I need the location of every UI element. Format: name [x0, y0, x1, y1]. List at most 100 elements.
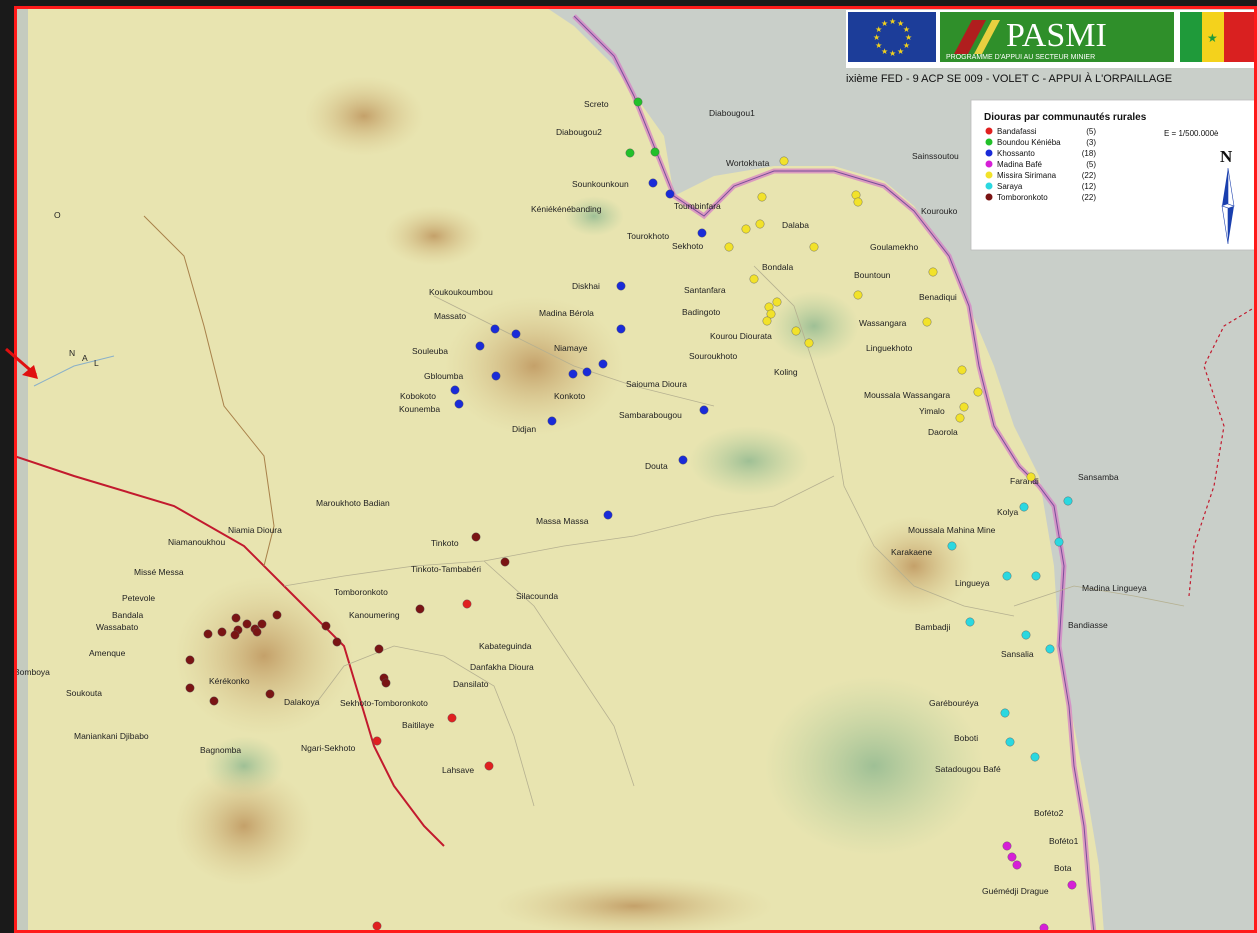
place-label: Kourouko [921, 206, 958, 216]
site-marker[interactable] [1002, 571, 1012, 581]
site-marker[interactable] [1002, 841, 1012, 851]
site-marker[interactable] [265, 689, 275, 699]
site-marker[interactable] [1054, 537, 1064, 547]
site-marker[interactable] [633, 97, 643, 107]
site-marker[interactable] [965, 617, 975, 627]
site-marker[interactable] [372, 921, 382, 931]
north-arrow-label: N [1220, 147, 1233, 166]
site-marker[interactable] [415, 604, 425, 614]
site-marker[interactable] [853, 290, 863, 300]
site-marker[interactable] [1063, 496, 1073, 506]
site-marker[interactable] [804, 338, 814, 348]
site-marker[interactable] [462, 599, 472, 609]
site-marker[interactable] [471, 532, 481, 542]
site-marker[interactable] [957, 365, 967, 375]
site-marker[interactable] [757, 192, 767, 202]
site-marker[interactable] [500, 557, 510, 567]
site-marker[interactable] [1012, 860, 1022, 870]
map-border [14, 6, 1257, 933]
site-marker[interactable] [762, 316, 772, 326]
site-marker[interactable] [257, 619, 267, 629]
site-marker[interactable] [372, 736, 382, 746]
site-marker[interactable] [242, 619, 252, 629]
site-marker[interactable] [791, 326, 801, 336]
place-label: Yimalo [919, 406, 945, 416]
site-marker[interactable] [511, 329, 521, 339]
site-marker[interactable] [582, 367, 592, 377]
site-marker[interactable] [772, 297, 782, 307]
legend-item-count: (3) [1086, 138, 1096, 147]
site-marker[interactable] [568, 369, 578, 379]
site-marker[interactable] [616, 324, 626, 334]
site-marker[interactable] [1030, 752, 1040, 762]
edge-letter: L [94, 358, 99, 368]
site-marker[interactable] [231, 613, 241, 623]
site-marker[interactable] [185, 683, 195, 693]
site-marker[interactable] [973, 387, 983, 397]
site-marker[interactable] [922, 317, 932, 327]
site-marker[interactable] [450, 385, 460, 395]
site-marker[interactable] [1000, 708, 1010, 718]
place-label: Santanfara [684, 285, 726, 295]
site-marker[interactable] [1021, 630, 1031, 640]
site-marker[interactable] [955, 413, 965, 423]
site-marker[interactable] [454, 399, 464, 409]
site-marker[interactable] [1031, 571, 1041, 581]
site-marker[interactable] [603, 510, 613, 520]
site-marker[interactable] [928, 267, 938, 277]
site-marker[interactable] [491, 371, 501, 381]
site-marker[interactable] [1067, 880, 1077, 890]
place-label: Kobokoto [400, 391, 436, 401]
site-marker[interactable] [490, 324, 500, 334]
site-marker[interactable] [779, 156, 789, 166]
site-marker[interactable] [598, 359, 608, 369]
site-marker[interactable] [1005, 737, 1015, 747]
place-label: Bota [1054, 863, 1072, 873]
header-banner: ★★★★★★★★★★★★ PASMI PROGRAMME D'APPUI AU … [846, 10, 1257, 85]
site-marker[interactable] [616, 281, 626, 291]
site-marker[interactable] [447, 713, 457, 723]
place-label: Douta [645, 461, 668, 471]
site-marker[interactable] [697, 228, 707, 238]
site-marker[interactable] [332, 637, 342, 647]
site-marker[interactable] [1026, 472, 1036, 482]
site-marker[interactable] [959, 402, 969, 412]
site-marker[interactable] [724, 242, 734, 252]
place-label: Dansilato [453, 679, 489, 689]
site-marker[interactable] [203, 629, 213, 639]
site-marker[interactable] [766, 309, 776, 319]
place-label: Sambarabougou [619, 410, 682, 420]
site-marker[interactable] [947, 541, 957, 551]
legend-item-count: (22) [1082, 171, 1097, 180]
site-marker[interactable] [741, 224, 751, 234]
site-marker[interactable] [484, 761, 494, 771]
site-marker[interactable] [1019, 502, 1029, 512]
site-marker[interactable] [749, 274, 759, 284]
site-marker[interactable] [381, 678, 391, 688]
site-marker[interactable] [699, 405, 709, 415]
site-marker[interactable] [650, 147, 660, 157]
legend-item-count: (18) [1082, 149, 1097, 158]
site-marker[interactable] [374, 644, 384, 654]
site-marker[interactable] [272, 610, 282, 620]
site-marker[interactable] [217, 627, 227, 637]
site-marker[interactable] [755, 219, 765, 229]
site-marker[interactable] [209, 696, 219, 706]
site-marker[interactable] [1007, 852, 1017, 862]
site-marker[interactable] [625, 148, 635, 158]
site-marker[interactable] [547, 416, 557, 426]
site-marker[interactable] [648, 178, 658, 188]
place-label: Diabougou2 [556, 127, 602, 137]
site-marker[interactable] [1045, 644, 1055, 654]
place-label: Dalakoya [284, 697, 320, 707]
site-marker[interactable] [809, 242, 819, 252]
site-marker[interactable] [853, 197, 863, 207]
site-marker[interactable] [475, 341, 485, 351]
site-marker[interactable] [665, 189, 675, 199]
site-marker[interactable] [321, 621, 331, 631]
site-marker[interactable] [230, 630, 240, 640]
site-marker[interactable] [185, 655, 195, 665]
site-marker[interactable] [252, 627, 262, 637]
site-marker[interactable] [678, 455, 688, 465]
place-label: Saiouma Dioura [626, 379, 687, 389]
